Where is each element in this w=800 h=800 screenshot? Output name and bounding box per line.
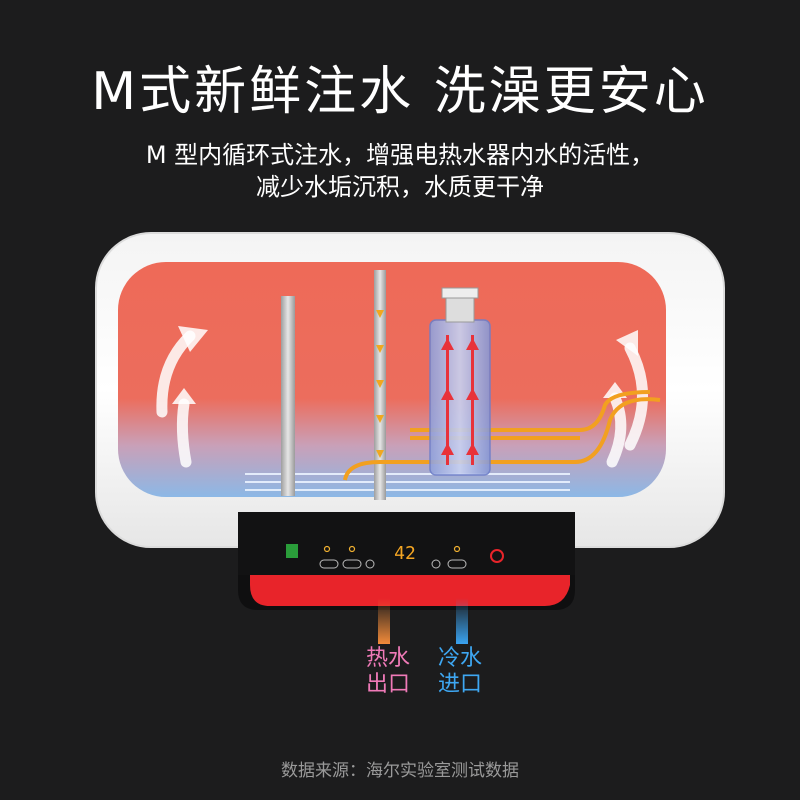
panel-button-3 <box>447 559 467 569</box>
power-button <box>490 549 504 563</box>
hot-outlet-label-line2: 出口 <box>365 672 410 697</box>
m-inlet-cylinder <box>429 319 491 476</box>
inlet-flow-arrows <box>441 335 479 465</box>
anode-rod <box>281 296 295 496</box>
temperature-display: 42 <box>385 543 425 565</box>
cold-inlet-pipe <box>456 598 468 644</box>
cold-inlet-label-line1: 冷水 <box>437 646 482 671</box>
cold-water-lines <box>245 473 570 491</box>
mode-indicator-2 <box>348 545 356 553</box>
page-title: M式新鲜注水 洗澡更安心 <box>91 62 709 122</box>
panel-button-2 <box>342 559 362 569</box>
hot-outlet-pipe <box>378 598 390 644</box>
panel-button-1 <box>319 559 339 569</box>
subtitle-line-2: 减少水垢沉积，水质更干净 <box>256 173 544 201</box>
mode-indicator-1 <box>323 545 331 553</box>
mode-indicator-3 <box>453 545 461 553</box>
energy-label-icon <box>286 544 298 558</box>
temperature-value: 42 <box>394 543 416 564</box>
hot-outlet-label-line1: 热水 <box>365 646 410 671</box>
subtitle-line-1: M 型内循环式注水，增强电热水器内水的活性， <box>145 141 655 169</box>
circulation-arrows <box>156 330 648 468</box>
temp-up-button <box>431 559 441 569</box>
cold-inlet-label-line2: 进口 <box>437 672 482 697</box>
data-source-footnote: 数据来源：海尔实验室测试数据 <box>281 761 519 781</box>
inlet-nozzle <box>445 295 475 323</box>
temp-down-button <box>365 559 375 569</box>
panel-accent-band <box>250 575 570 606</box>
